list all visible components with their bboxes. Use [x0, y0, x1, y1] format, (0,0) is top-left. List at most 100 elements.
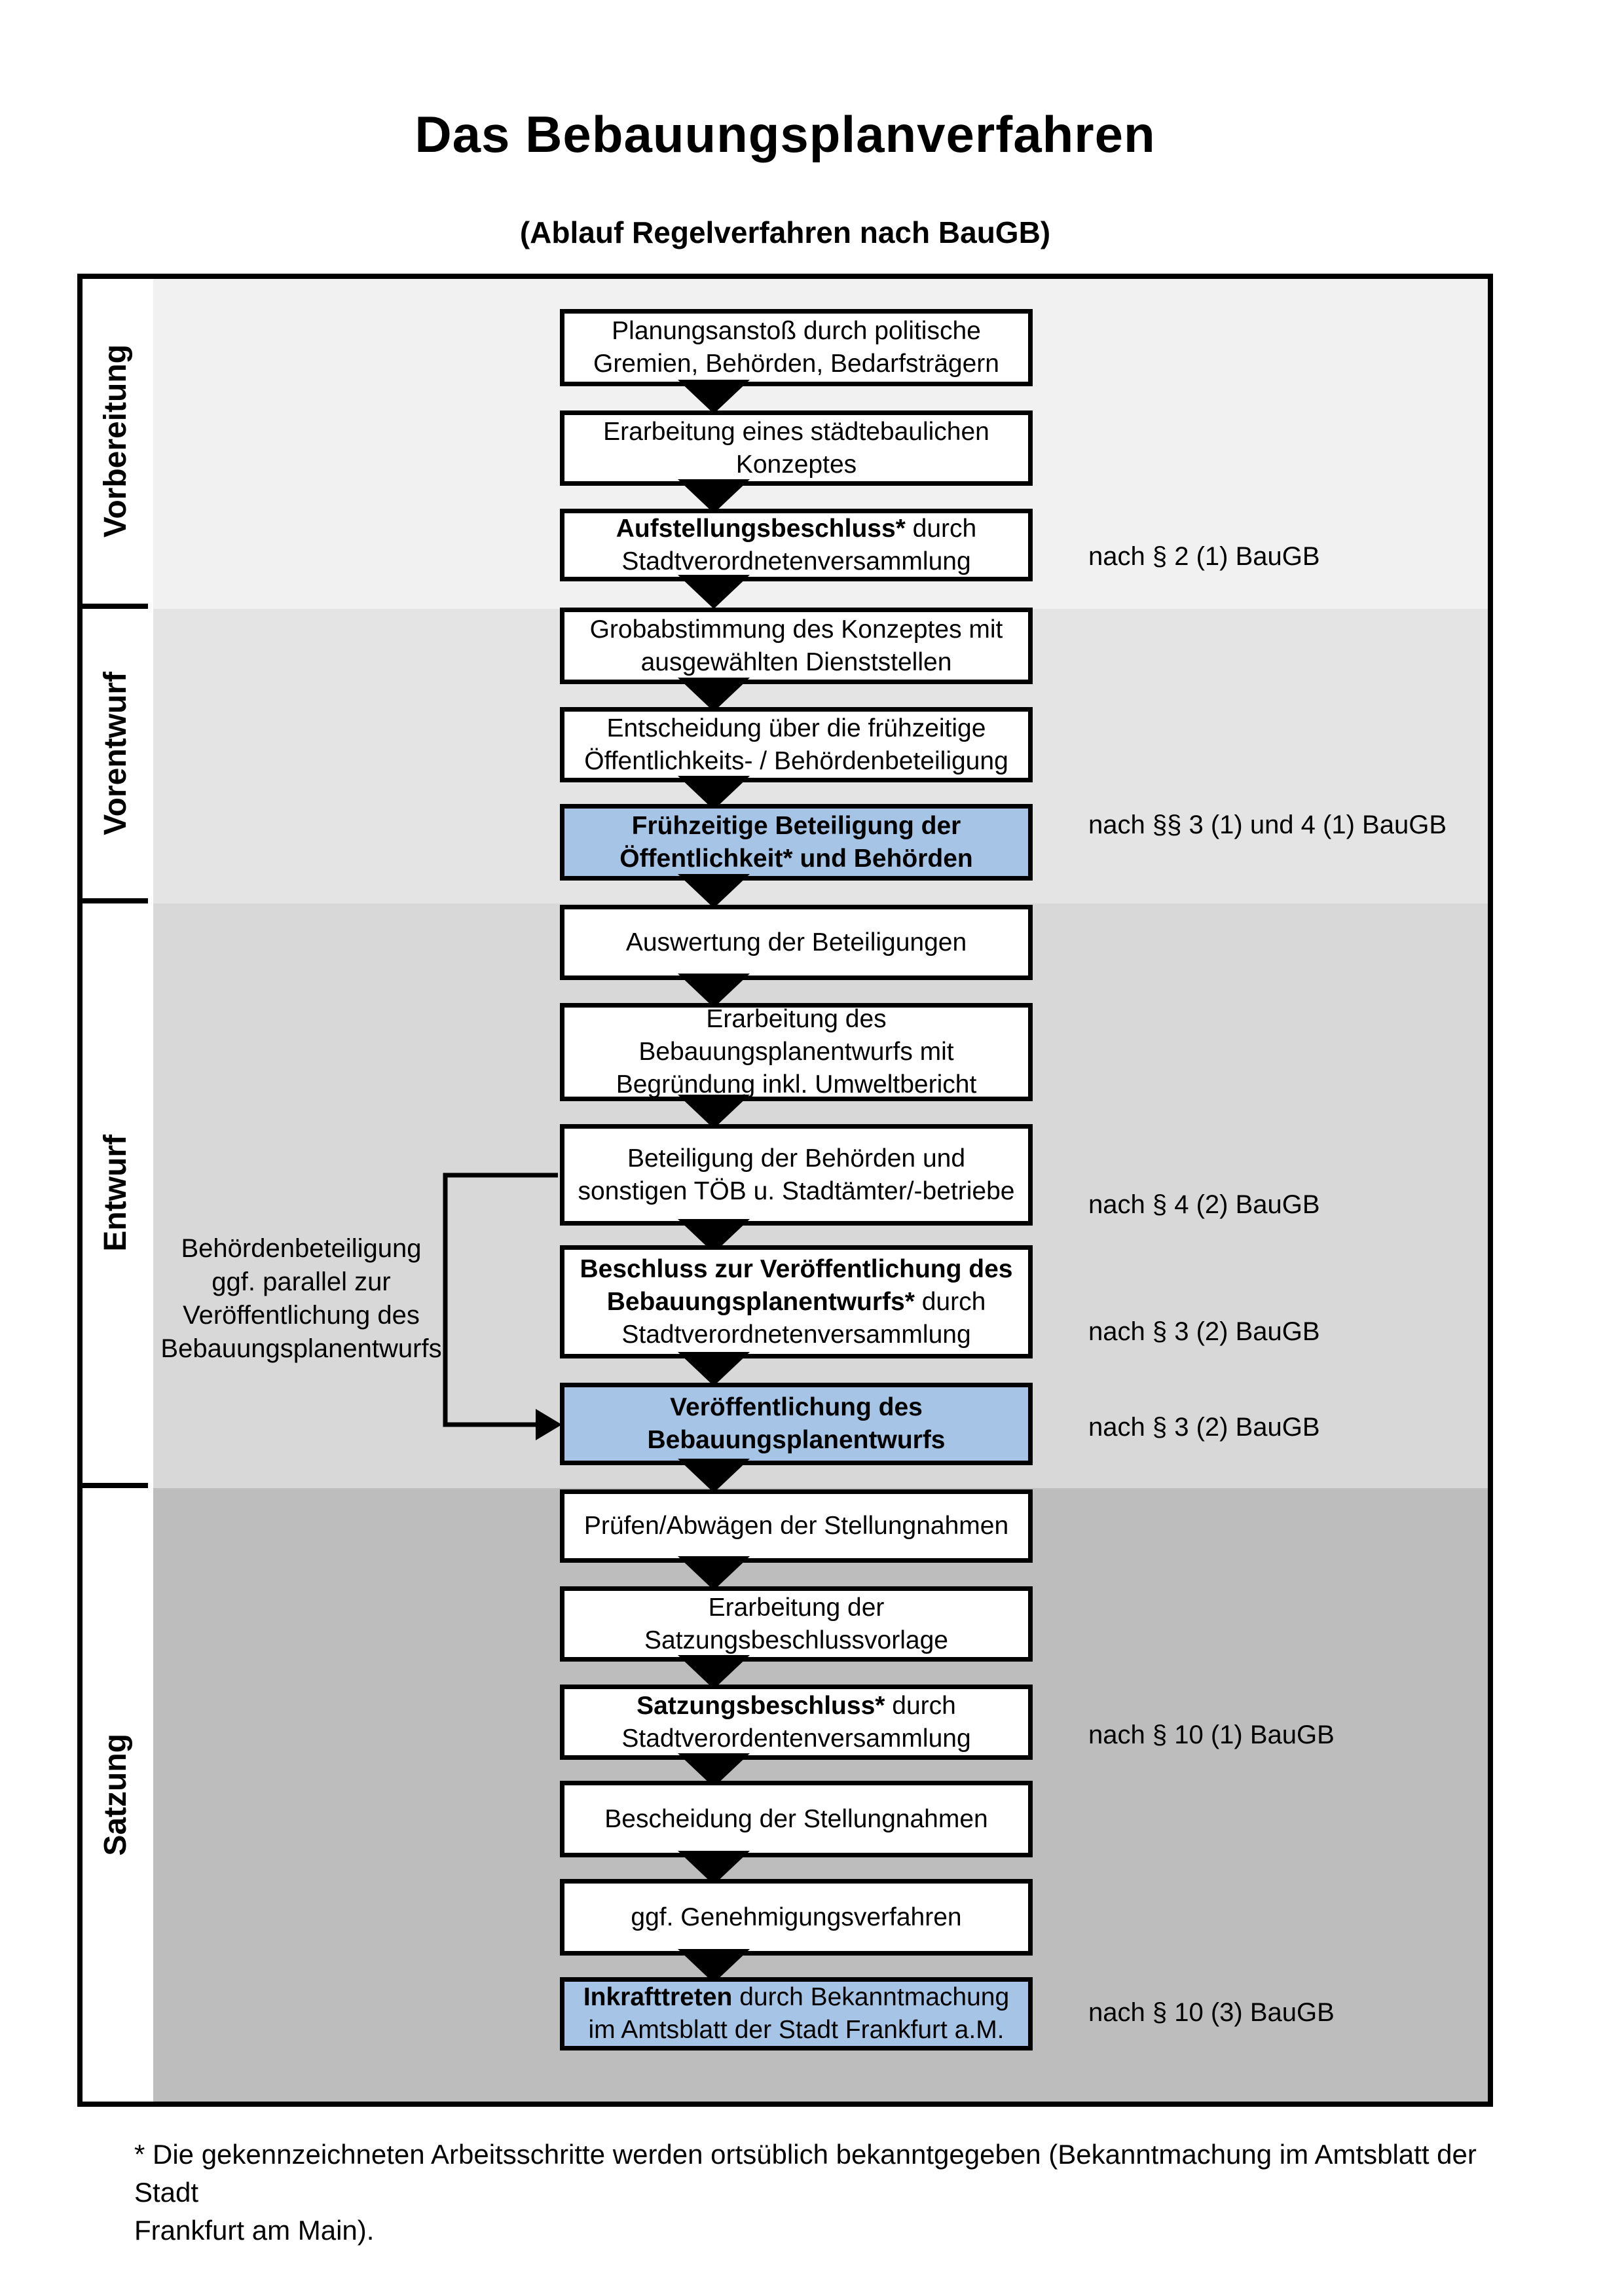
- box-text-bold: Öffentlichkeit* und Behörden: [619, 844, 973, 873]
- box-text-line: Grobabstimmung des Konzeptes mit: [590, 613, 1003, 646]
- box-text-line: Bebauungsplanentwurfs mit: [638, 1036, 953, 1068]
- box-text: durch Bekanntmachung: [732, 1983, 1010, 2011]
- box-text-line: Beschluss zur Veröffentlichung des: [580, 1253, 1013, 1286]
- box-text: Begründung inkl. Umweltbericht: [616, 1070, 977, 1099]
- flow-box-satzungsbeschlussvorlage: Erarbeitung der Satzungsbeschlussvorlage: [560, 1586, 1033, 1662]
- box-text: Prüfen/Abwägen der Stellungnahmen: [583, 1512, 1009, 1540]
- flow-box-aufstellungsbeschluss: Aufstellungsbeschluss* durch Stadtverord…: [560, 509, 1033, 581]
- flow-box-konzept: Erarbeitung eines städtebaulichen Konzep…: [560, 410, 1033, 486]
- box-text-bold: Frühzeitige Beteiligung der: [631, 811, 961, 840]
- box-text-line: Bebauungsplanentwurfs* durch: [607, 1286, 986, 1319]
- flow-box-bescheidung: Bescheidung der Stellungnahmen: [560, 1781, 1033, 1857]
- box-text: Beteiligung der Behörden und: [627, 1144, 966, 1173]
- sidebar-label-entwurf: Entwurf: [98, 1135, 133, 1252]
- flow-box-planungsanstoss: Planungsanstoß durch politische Gremien,…: [560, 309, 1033, 386]
- box-text: Stadtverordentenversammlung: [621, 1724, 971, 1753]
- parallel-note-line: Veröffentlichung des: [183, 1301, 420, 1330]
- legal-reference: nach § 10 (1) BauGB: [1088, 1721, 1335, 1749]
- box-text: sonstigen TÖB u. Stadtämter/-betriebe: [578, 1176, 1015, 1205]
- box-text: Auswertung der Beteiligungen: [625, 928, 967, 957]
- flow-box-pruefen-abwaegen: Prüfen/Abwägen der Stellungnahmen: [560, 1489, 1033, 1563]
- box-text-line: Bescheidung der Stellungnahmen: [604, 1803, 987, 1836]
- box-text-line: Auswertung der Beteiligungen: [626, 926, 967, 959]
- flow-box-erarbeitung-entwurf: Erarbeitung des Bebauungsplanentwurfs mi…: [560, 1003, 1033, 1101]
- footnote-line: Frankfurt am Main).: [134, 2215, 375, 2246]
- box-text-line: Erarbeitung eines städtebaulichen: [603, 416, 989, 448]
- legal-reference: nach § 4 (2) BauGB: [1088, 1190, 1320, 1219]
- legal-reference: nach § 10 (3) BauGB: [1088, 1998, 1335, 2027]
- sidebar-label-vorentwurf: Vorentwurf: [98, 672, 133, 835]
- box-text-bold: Beschluss zur Veröffentlichung des: [580, 1254, 1013, 1283]
- box-text: Entscheidung über die frühzeitige: [606, 714, 986, 742]
- arrow-down-icon: [678, 678, 750, 712]
- sidebar-cell-vorentwurf: Vorentwurf: [83, 609, 148, 903]
- legal-reference: nach § 3 (2) BauGB: [1088, 1413, 1320, 1442]
- flow-box-behoerdenbeteiligung: Beteiligung der Behörden und sonstigen T…: [560, 1124, 1033, 1226]
- box-text: Erarbeitung des: [706, 1005, 887, 1033]
- box-text: Grobabstimmung des Konzeptes mit: [589, 615, 1003, 644]
- legal-reference: nach § 2 (1) BauGB: [1088, 542, 1320, 571]
- box-text: durch: [905, 514, 977, 543]
- box-text-line: Aufstellungsbeschluss* durch: [616, 513, 977, 545]
- flow-box-beschluss-veroeffentlichung: Beschluss zur Veröffentlichung des Bebau…: [560, 1245, 1033, 1358]
- box-text-line: Begründung inkl. Umweltbericht: [616, 1068, 977, 1101]
- box-text-line: Frühzeitige Beteiligung der: [632, 810, 961, 843]
- box-text-line: ausgewählten Dienststellen: [641, 646, 952, 679]
- box-text: Stadtverordnetenversammlung: [621, 1320, 971, 1349]
- sidebar-label-satzung: Satzung: [98, 1734, 133, 1856]
- box-text: Bescheidung der Stellungnahmen: [604, 1804, 988, 1833]
- box-text-line: ggf. Genehmigungsverfahren: [631, 1901, 961, 1934]
- arrow-down-icon: [678, 974, 750, 1008]
- flow-box-veroeffentlichung: Veröffentlichung des Bebauungsplanentwur…: [560, 1383, 1033, 1465]
- flow-box-grobabstimmung: Grobabstimmung des Konzeptes mit ausgewä…: [560, 608, 1033, 684]
- box-text-line: Satzungsbeschlussvorlage: [644, 1624, 948, 1657]
- box-text: Gremien, Behörden, Bedarfsträgern: [593, 350, 999, 378]
- box-text-line: Gremien, Behörden, Bedarfsträgern: [593, 348, 999, 380]
- parallel-note-line: ggf. parallel zur: [212, 1267, 391, 1296]
- box-text: Konzeptes: [735, 450, 857, 479]
- arrow-down-icon: [678, 380, 750, 414]
- box-text-line: im Amtsblatt der Stadt Frankfurt a.M.: [588, 2014, 1004, 2047]
- box-text: Bebauungsplanentwurfs mit: [638, 1038, 954, 1066]
- footnote: * Die gekennzeichneten Arbeitsschritte w…: [134, 2136, 1522, 2250]
- box-text-line: Planungsanstoß durch politische: [612, 315, 981, 348]
- box-text-bold: Aufstellungsbeschluss*: [616, 514, 906, 543]
- arrow-down-icon: [678, 1556, 750, 1590]
- sidebar-cell-vorbereitung: Vorbereitung: [83, 279, 148, 609]
- flow-box-auswertung: Auswertung der Beteiligungen: [560, 905, 1033, 980]
- arrow-down-icon: [678, 1352, 750, 1386]
- parallel-note: Behördenbeteiligung ggf. parallel zur Ve…: [157, 1232, 445, 1366]
- arrow-down-icon: [678, 479, 750, 513]
- arrow-down-icon: [678, 1459, 750, 1493]
- arrow-down-icon: [678, 1655, 750, 1689]
- box-text-line: Inkrafttreten durch Bekanntmachung: [583, 1981, 1009, 2014]
- box-text: Stadtverordnetenversammlung: [621, 547, 971, 575]
- sidebar-cell-entwurf: Entwurf: [83, 903, 148, 1488]
- box-text-line: Prüfen/Abwägen der Stellungnahmen: [584, 1510, 1008, 1542]
- arrow-down-icon: [678, 575, 750, 609]
- box-text-line: sonstigen TÖB u. Stadtämter/-betriebe: [578, 1175, 1015, 1208]
- box-text: Erarbeitung der: [708, 1593, 885, 1622]
- flow-box-fruehzeitige-beteiligung: Frühzeitige Beteiligung der Öffentlichke…: [560, 804, 1033, 881]
- box-text: Planungsanstoß durch politische: [612, 317, 981, 345]
- sidebar-cell-satzung: Satzung: [83, 1488, 148, 2102]
- box-text-line: Entscheidung über die frühzeitige: [607, 712, 986, 745]
- box-text-line: Beteiligung der Behörden und: [627, 1142, 965, 1175]
- box-text: Öffentlichkeits- / Behördenbeteiligung: [584, 746, 1008, 775]
- box-text-bold: Satzungsbeschluss*: [637, 1691, 885, 1720]
- box-text-bold: Veröffentlichung des: [670, 1393, 923, 1421]
- footnote-line: * Die gekennzeichneten Arbeitsschritte w…: [134, 2139, 1477, 2208]
- box-text-line: Erarbeitung des: [706, 1003, 886, 1036]
- box-text: durch: [885, 1691, 956, 1720]
- box-text: Erarbeitung eines städtebaulichen: [603, 417, 989, 446]
- parallel-note-line: Behördenbeteiligung: [181, 1234, 422, 1263]
- arrow-down-icon: [678, 874, 750, 908]
- page-subtitle: (Ablauf Regelverfahren nach BauGB): [519, 215, 1051, 249]
- box-text: ausgewählten Dienststellen: [640, 647, 952, 676]
- box-text: ggf. Genehmigungsverfahren: [631, 1903, 962, 1931]
- flow-box-satzungsbeschluss: Satzungsbeschluss* durch Stadtverordente…: [560, 1685, 1033, 1760]
- box-text-line: Stadtverordnetenversammlung: [621, 1319, 970, 1351]
- legal-reference: nach § 3 (2) BauGB: [1088, 1317, 1320, 1346]
- box-text-bold: Bebauungsplanentwurfs: [647, 1426, 946, 1454]
